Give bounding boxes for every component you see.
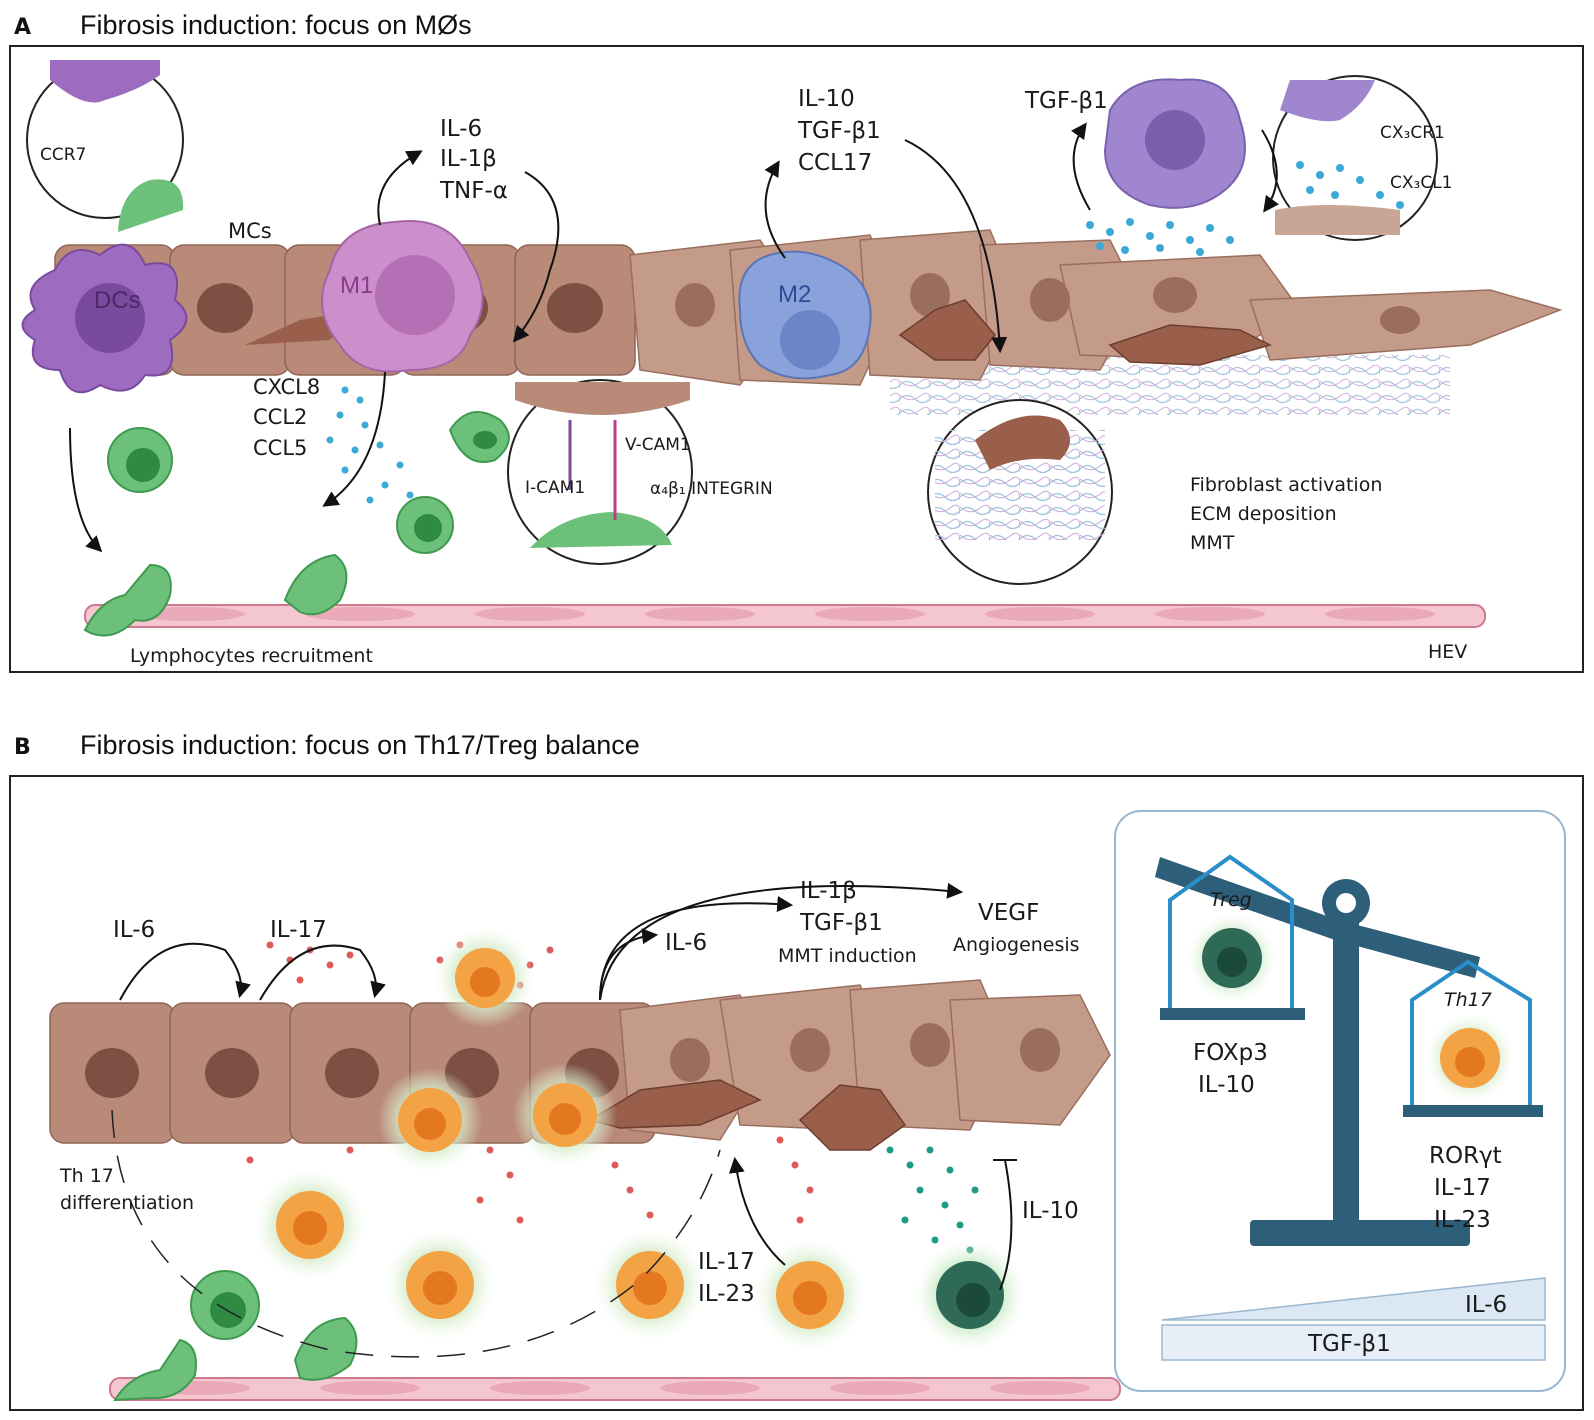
il6-gradient-label: IL-6 (1465, 1292, 1507, 1318)
recruitment-label: Lymphocytes recruitment (130, 645, 373, 667)
outcome-1: Fibroblast activation (1190, 474, 1382, 496)
m1-cytokines: IL-6 IL-1β TNF-α (439, 116, 508, 204)
chemokines: CXCL8 CCL2 CCL5 (253, 375, 320, 460)
cx3cr1-macrophage (1103, 78, 1246, 209)
treg-marker-1: FOXp3 (1193, 1040, 1268, 1066)
fibroblast-b2 (798, 1084, 907, 1151)
icam-label: I-CAM1 (525, 478, 585, 498)
tgf-label-a: TGF-β1 (1024, 88, 1108, 114)
center-cytokine-2: TGF-β1 (799, 910, 883, 936)
ccr7-inset: CCR7 (26, 60, 184, 232)
panel-a-letter: A (14, 15, 31, 40)
chemokine-1: CXCL8 (253, 375, 320, 399)
m1-cytokine-2: IL-1β (440, 146, 497, 172)
panel-b-title: Fibrosis induction: focus on Th17/Treg b… (80, 730, 640, 760)
chemokine-2: CCL2 (253, 405, 307, 429)
fibroblast-a1 (898, 299, 996, 361)
th17-marker-2: IL-17 (1434, 1175, 1491, 1201)
treg-marker-2: IL-10 (1198, 1072, 1255, 1098)
vcam-label: V-CAM1 (625, 435, 691, 455)
panel-b: B Fibrosis induction: focus on Th17/Treg… (9, 730, 1584, 1411)
dcs-label: DCs (94, 287, 141, 314)
m1-macrophage: M1 (321, 220, 484, 373)
balance-inset: Treg Th17 FOXp3 IL-10 RORγt IL-17 IL-23 … (1114, 810, 1566, 1392)
th17-marker-1: RORγt (1429, 1143, 1502, 1169)
fibroblast-a2 (1108, 324, 1273, 366)
treg-label: Treg (1210, 889, 1252, 911)
lymphocytes-a (83, 411, 510, 637)
th17-label: Th17 (1444, 989, 1492, 1011)
dendritic-cell: DCs (21, 243, 188, 394)
mcs-label: MCs (228, 219, 272, 243)
panel-b-frame (9, 775, 1584, 1411)
th17-diff-label-2: differentiation (60, 1192, 194, 1214)
panel-a-frame (9, 45, 1584, 673)
outcome-2: ECM deposition (1190, 503, 1337, 525)
il17-label-1: IL-17 (270, 917, 327, 943)
outcome-list: Fibroblast activation ECM deposition MMT (1190, 474, 1382, 554)
cx3cl1-label: CX₃CL1 (1390, 173, 1453, 193)
cx3cr1-label: CX₃CR1 (1380, 123, 1445, 143)
ccr7-label: CCR7 (40, 145, 86, 165)
m1-cytokine-3: TNF-α (439, 178, 508, 204)
m2-macrophage: M2 (738, 250, 872, 380)
differentiation-path (111, 1109, 721, 1358)
tgf-gradient (1161, 1324, 1546, 1361)
th17-marker-3: IL-23 (1434, 1207, 1491, 1233)
m2-cytokine-3: CCL17 (798, 150, 872, 176)
il23-label: IL-23 (698, 1281, 755, 1307)
il6-label-2: IL-6 (665, 930, 707, 956)
cx3cr1-inset: CX₃CR1 CX₃CL1 (1272, 75, 1453, 241)
cx3cl1-dots (1086, 218, 1234, 256)
th17-cells (255, 928, 865, 1350)
hev-vessel-a (84, 604, 1486, 628)
tgf-gradient-label: TGF-β1 (1307, 1331, 1391, 1357)
m2-cytokine-1: IL-10 (798, 86, 855, 112)
adhesion-inset: V-CAM1 I-CAM1 (507, 379, 693, 565)
arrows-a (69, 122, 1279, 553)
hev-label: HEV (1428, 641, 1467, 663)
th17-diff-label-1: Th 17 (59, 1165, 114, 1187)
panel-a-title: Fibrosis induction: focus on MØs (80, 10, 472, 40)
angiogenesis-label: Angiogenesis (953, 934, 1080, 956)
m1-cytokine-1: IL-6 (440, 116, 482, 142)
integrin-label: α₄β₁ INTEGRIN (650, 479, 773, 499)
il10-label-b: IL-10 (1022, 1198, 1079, 1224)
mmt-induction-label: MMT induction (778, 945, 917, 967)
hev-vessel-b (109, 1377, 1121, 1401)
panel-b-letter: B (14, 735, 31, 760)
treg-cell (915, 1240, 1025, 1350)
vegf-label: VEGF (978, 900, 1039, 926)
outcome-3: MMT (1190, 532, 1235, 554)
m2-label: M2 (778, 281, 811, 308)
il17-label-2: IL-17 (698, 1249, 755, 1275)
fibroblast-b1 (588, 1079, 762, 1129)
naive-lymphocytes-b (113, 1270, 358, 1402)
chemokine-3: CCL5 (253, 436, 307, 460)
il6-gradient (1161, 1277, 1546, 1321)
ecm-inset (927, 399, 1113, 585)
m2-cytokine-2: TGF-β1 (797, 118, 881, 144)
center-cytokine-1: IL-1β (800, 878, 857, 904)
panel-a: A Fibrosis induction: focus on MØs (9, 10, 1584, 673)
m2-cytokines: IL-10 TGF-β1 CCL17 (797, 86, 881, 176)
chemokine-dots-m1 (326, 386, 414, 504)
il6-label-1: IL-6 (113, 917, 155, 943)
arrows-b (119, 882, 1017, 1291)
m1-label: M1 (340, 272, 373, 299)
